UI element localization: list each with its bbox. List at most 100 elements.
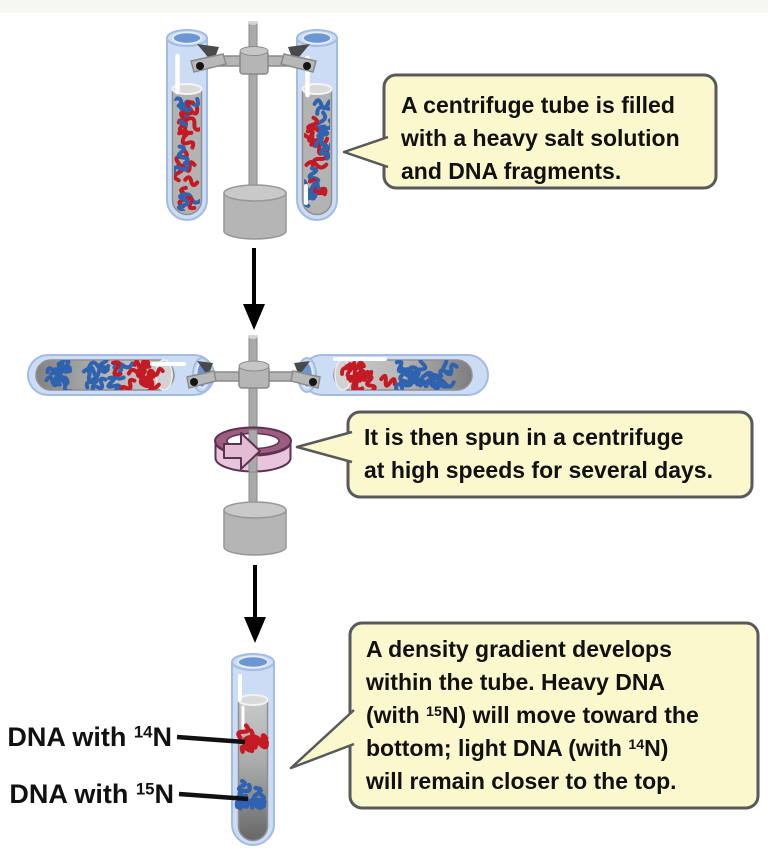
dna-squiggle xyxy=(44,375,67,388)
dna-squiggle xyxy=(307,166,321,186)
dna-squiggle xyxy=(251,785,263,803)
dna-squiggle xyxy=(379,373,397,388)
rotor-base xyxy=(223,509,287,556)
arrow-head xyxy=(243,304,265,330)
dna-squiggle xyxy=(184,195,197,211)
centrifuge-tube-left xyxy=(166,29,208,221)
rotation-arrow-icon xyxy=(214,426,292,473)
callout-tail xyxy=(289,709,355,770)
dna-squiggle xyxy=(185,116,200,132)
rotor-shaft-cap xyxy=(248,21,258,25)
dna-squiggle xyxy=(135,364,150,385)
callout-step1-box xyxy=(342,73,718,190)
dna-squiggle xyxy=(183,175,200,188)
dna-squiggle xyxy=(398,366,408,383)
dna-squiggle xyxy=(58,375,73,390)
dna-squiggle xyxy=(90,376,108,390)
clamp-pin-right xyxy=(303,62,311,70)
rotor-hub-top xyxy=(238,360,270,372)
clamp-pin-left xyxy=(190,378,198,386)
dna-fragments-mixed xyxy=(304,98,330,208)
tube-opening xyxy=(302,31,332,45)
dna-squiggle xyxy=(340,360,357,376)
dna-squiggle xyxy=(86,364,106,379)
dna-squiggle xyxy=(410,370,426,388)
tube-opening xyxy=(172,31,202,45)
dna-squiggle xyxy=(304,179,321,194)
rotor-base-top xyxy=(223,501,287,519)
rotor-hub-top xyxy=(239,46,269,56)
callout-step3-box xyxy=(289,621,760,810)
clamp-pin-left xyxy=(196,62,204,70)
dna-squiggle xyxy=(236,778,247,794)
down-arrow-icon xyxy=(244,565,266,643)
dna-squiggle xyxy=(312,98,330,111)
spinning-tube-right xyxy=(297,354,489,396)
rotation-arrow-head xyxy=(223,432,261,470)
dna-squiggle xyxy=(306,115,320,134)
dna-squiggle xyxy=(141,372,156,387)
dna-squiggle xyxy=(345,360,366,371)
dna-squiggle xyxy=(119,377,137,390)
dna-squiggle xyxy=(177,130,196,150)
dna-squiggle xyxy=(434,378,456,389)
dna-squiggle xyxy=(174,162,190,175)
dna-squiggle xyxy=(438,360,452,374)
dna-squiggle xyxy=(176,144,190,166)
rotor-base xyxy=(223,192,287,240)
dna-squiggle xyxy=(176,192,190,211)
dna-fragments-light xyxy=(111,360,165,390)
centrifuge-tube-right xyxy=(296,29,338,221)
dna-squiggle xyxy=(365,373,377,390)
dna-squiggle xyxy=(316,124,330,141)
callout-rect xyxy=(382,73,718,190)
dna-squiggle xyxy=(112,361,135,370)
dna-squiggle xyxy=(348,377,365,390)
dna-squiggle xyxy=(319,142,330,161)
label-dna-15n: DNA with 15N xyxy=(9,779,174,809)
dna-squiggle xyxy=(236,723,251,741)
dna-squiggle xyxy=(310,150,330,168)
dna-squiggle xyxy=(81,367,97,383)
dna-fragments-light xyxy=(340,360,397,390)
dna-squiggle xyxy=(234,799,249,809)
label-dna-14n: DNA with 14N xyxy=(7,722,172,752)
dna-squiggle xyxy=(111,360,123,377)
callout-tail xyxy=(295,430,353,464)
centrifuge-rotor-top xyxy=(166,21,338,240)
dna-squiggle xyxy=(423,373,440,388)
dna-squiggle xyxy=(106,375,122,390)
dna-squiggle xyxy=(308,178,328,197)
tube-opening xyxy=(237,655,269,669)
dna-fragments-heavy xyxy=(394,360,459,390)
dna-squiggle xyxy=(438,362,459,378)
centrifuge-rotor-spinning xyxy=(27,335,489,556)
dna-squiggle xyxy=(45,363,66,375)
dna-fragments-mixed xyxy=(174,96,200,211)
leader-line-14n xyxy=(176,734,246,745)
dna-squiggle xyxy=(237,782,253,800)
arrow-head xyxy=(244,617,266,643)
dna-squiggle xyxy=(254,792,267,810)
dna-squiggle xyxy=(304,125,320,142)
dna-squiggle xyxy=(344,364,355,379)
rotor-base-top xyxy=(223,184,287,202)
dna-squiggle xyxy=(354,370,373,382)
gradient-tube xyxy=(176,653,275,846)
slide-top-band xyxy=(0,0,768,13)
dna-squiggle xyxy=(239,738,257,754)
inner-tube-rim xyxy=(237,694,269,706)
dna-squiggle xyxy=(60,360,72,374)
spinning-tube-left xyxy=(27,354,215,396)
down-arrow-icon xyxy=(243,248,265,330)
clamp-pin-right xyxy=(309,378,317,386)
dna-squiggle xyxy=(178,100,195,121)
dna-squiggle xyxy=(404,367,421,387)
dna-squiggle xyxy=(318,118,330,139)
dna-squiggle xyxy=(132,360,148,371)
